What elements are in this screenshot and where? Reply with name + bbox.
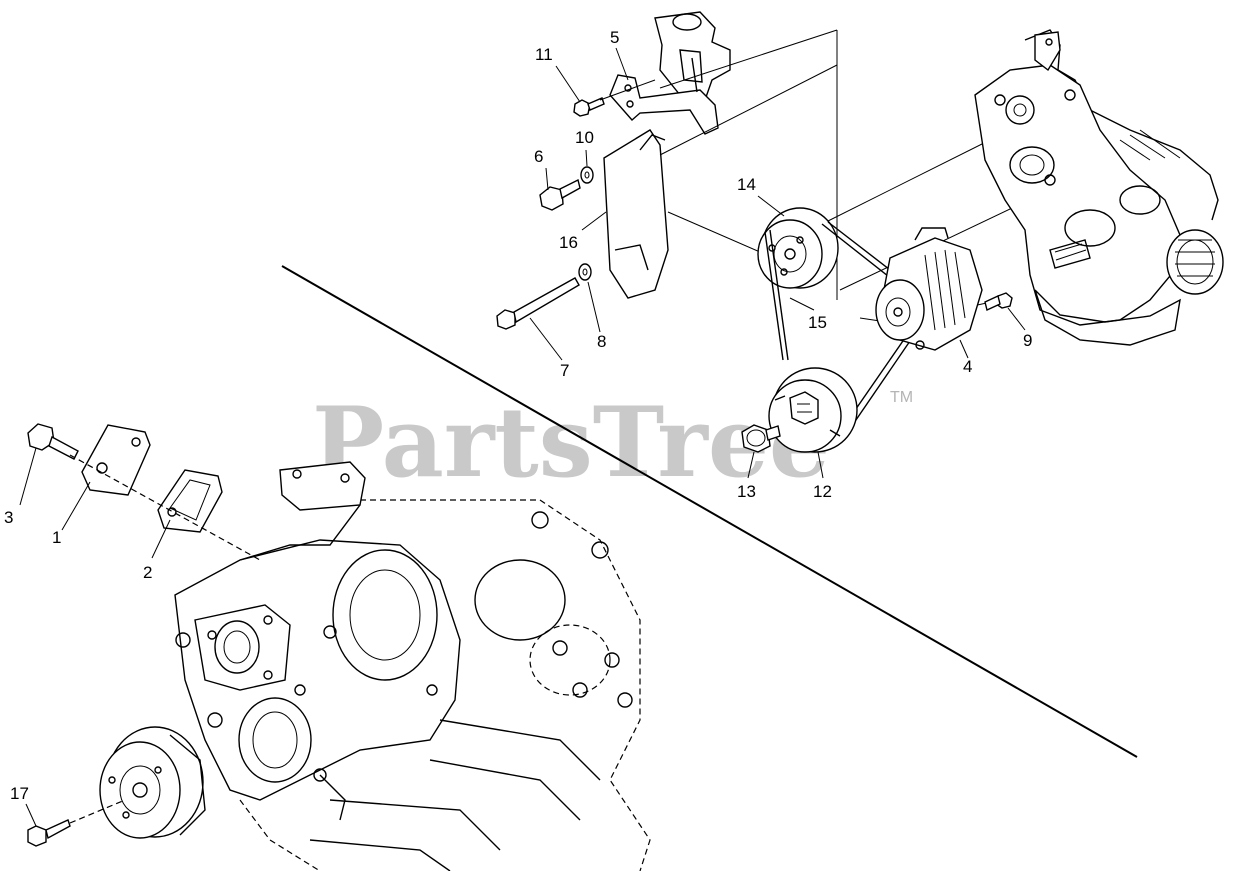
callout-8[interactable]: 8 xyxy=(597,332,606,351)
callout-7[interactable]: 7 xyxy=(560,361,569,380)
callout-4[interactable]: 4 xyxy=(963,357,972,376)
thermostat-housing-part xyxy=(654,11,731,101)
watermark-trademark: TM xyxy=(890,389,913,406)
callout-11[interactable]: 11 xyxy=(535,45,553,64)
fan-pulley-part xyxy=(757,207,839,289)
cover-plate-part xyxy=(81,424,151,496)
long-bolt-part xyxy=(496,277,580,330)
upper-engine-drawing xyxy=(974,29,1224,346)
nut-13-part xyxy=(741,424,781,453)
callout-leaders xyxy=(19,47,1026,827)
callout-14[interactable]: 14 xyxy=(737,175,756,194)
bracket-part xyxy=(609,57,719,135)
bolt-3-part xyxy=(27,423,79,460)
bolt-9-part xyxy=(984,292,1013,311)
callout-1[interactable]: 1 xyxy=(52,528,61,547)
callout-12[interactable]: 12 xyxy=(813,482,832,501)
callout-2[interactable]: 2 xyxy=(143,563,152,582)
assembly-centerline xyxy=(69,454,261,561)
washer-10-part xyxy=(580,166,594,184)
belt-cover-part xyxy=(603,129,669,299)
callout-labels: 3 1 2 4 5 6 7 8 9 10 11 12 13 14 15 16 1… xyxy=(4,28,1032,803)
callout-5[interactable]: 5 xyxy=(610,28,619,47)
section-divider-line xyxy=(281,265,1138,758)
alternator-part xyxy=(875,227,983,351)
water-pump-pulley-part xyxy=(99,726,206,839)
callout-6[interactable]: 6 xyxy=(534,147,543,166)
bolt-11-part xyxy=(573,97,605,117)
callout-9[interactable]: 9 xyxy=(1023,331,1032,350)
callout-15[interactable]: 15 xyxy=(808,313,827,332)
callout-10[interactable]: 10 xyxy=(575,128,594,147)
engine-block-drawing xyxy=(174,461,651,871)
callout-3[interactable]: 3 xyxy=(4,508,13,527)
callout-17[interactable]: 17 xyxy=(10,784,29,803)
callout-13[interactable]: 13 xyxy=(737,482,756,501)
callout-16[interactable]: 16 xyxy=(559,233,578,252)
crank-pulley-part xyxy=(768,367,858,453)
bolt-6-part xyxy=(539,178,581,211)
washer-8-part xyxy=(578,263,592,281)
gasket-part xyxy=(157,469,223,533)
